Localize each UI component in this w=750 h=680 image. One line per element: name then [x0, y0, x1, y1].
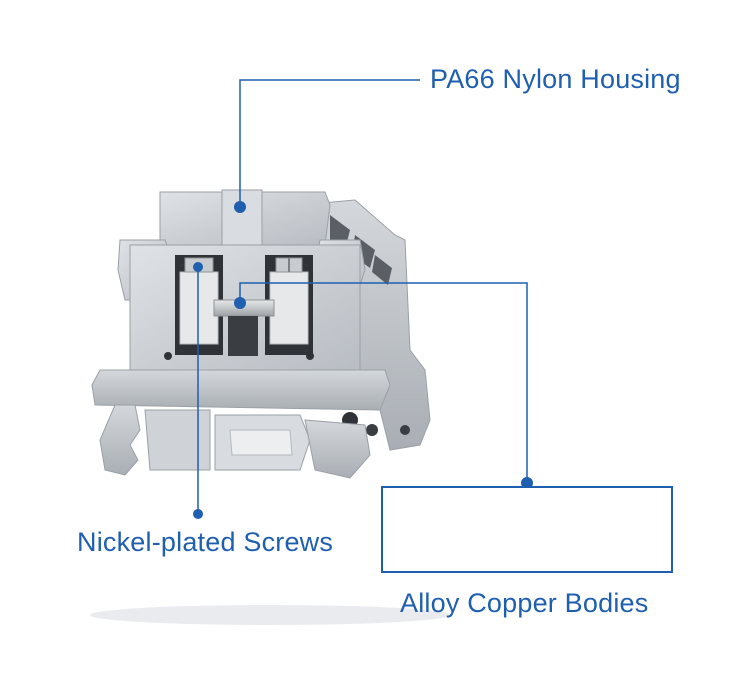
callout-screws	[193, 262, 203, 519]
shadow	[90, 605, 450, 625]
label-bodies: Alloy Copper Bodies	[400, 588, 649, 618]
callout-housing	[234, 79, 420, 213]
label-screws: Nickel-plated Screws	[77, 527, 334, 557]
copper-bodies-inset-frame	[381, 486, 673, 573]
label-housing: PA66 Nylon Housing	[430, 64, 681, 94]
main-housing	[91, 189, 391, 479]
